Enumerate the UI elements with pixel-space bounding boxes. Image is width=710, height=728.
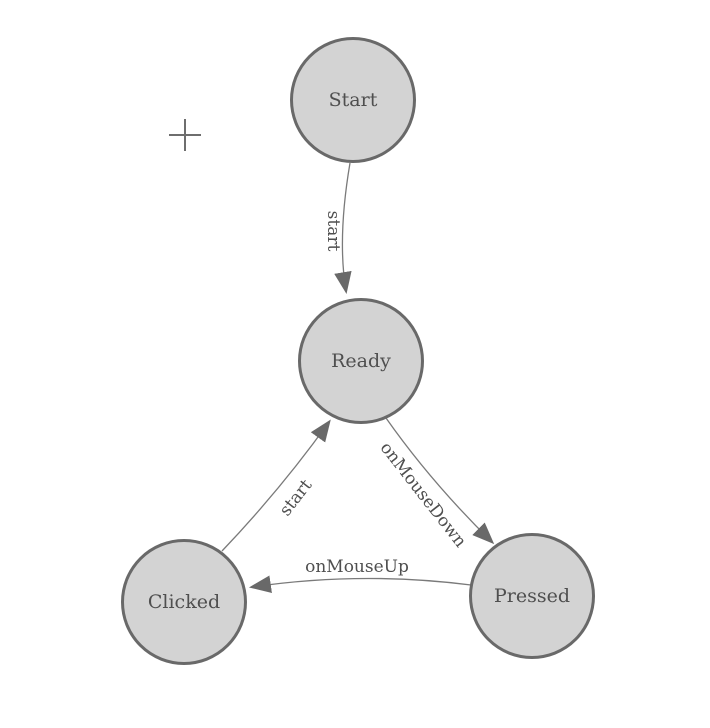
transition-line	[248, 575, 472, 593]
state-label: Pressed	[494, 585, 570, 607]
transition-line	[385, 417, 495, 545]
node-clicked[interactable]: Clicked	[121, 539, 247, 665]
state-circle	[290, 37, 416, 163]
transition-label: onMouseUp	[305, 557, 409, 577]
transition-label: start	[323, 211, 343, 252]
node-ready[interactable]: Ready	[298, 298, 424, 424]
transition-label: start	[276, 476, 317, 520]
node-pressed[interactable]: Pressed	[469, 533, 595, 659]
state-circle	[469, 533, 595, 659]
crosshair-cursor-icon	[169, 119, 201, 151]
state-circle	[121, 539, 247, 665]
edge-ready-to-pressed[interactable]: onMouseDown	[376, 417, 495, 552]
state-label: Start	[329, 89, 378, 111]
edge-start-to-ready[interactable]: start	[323, 162, 352, 295]
transition-line	[221, 419, 331, 552]
state-circle	[298, 298, 424, 424]
node-start[interactable]: Start	[290, 37, 416, 163]
state-label: Ready	[331, 350, 391, 372]
state-label: Clicked	[148, 591, 220, 613]
edge-clicked-to-ready[interactable]: start	[221, 419, 331, 552]
transition-line	[334, 162, 352, 295]
transition-label: onMouseDown	[376, 438, 471, 551]
edge-pressed-to-clicked[interactable]: onMouseUp	[248, 557, 472, 593]
